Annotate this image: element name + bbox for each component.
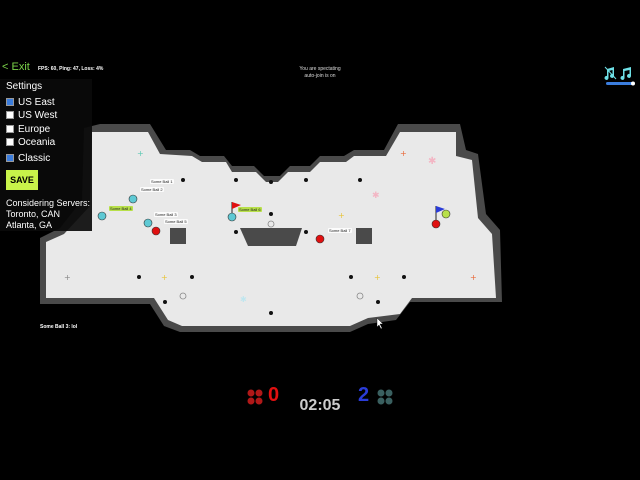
svg-text:+: + bbox=[161, 273, 168, 282]
svg-text:✱: ✱ bbox=[372, 191, 380, 201]
map-boosts: + + + + + + + ✱ ✱ ✱ bbox=[64, 149, 477, 304]
blue-team-balls-icon bbox=[377, 389, 393, 405]
save-button[interactable]: SAVE bbox=[6, 170, 38, 190]
server-option-us-west[interactable]: US West bbox=[6, 109, 57, 121]
player-ball-blue bbox=[227, 212, 237, 222]
exit-link[interactable]: < Exit bbox=[2, 61, 30, 73]
player-label: Some Ball 2 bbox=[140, 187, 164, 192]
music-note-icon[interactable] bbox=[620, 67, 631, 80]
center-obstacle bbox=[240, 228, 302, 246]
player-ball-red bbox=[151, 226, 161, 236]
server-option-oceania[interactable]: Oceania bbox=[6, 136, 55, 148]
svg-text:+: + bbox=[64, 273, 71, 282]
game-timer: 02:05 bbox=[299, 397, 341, 414]
red-team-balls-icon bbox=[247, 389, 263, 405]
player-label: Some Ball 6 bbox=[238, 207, 262, 212]
server-option-europe[interactable]: Europe bbox=[6, 123, 50, 135]
server-option-classic[interactable]: Classic bbox=[6, 152, 50, 164]
option-label: Classic bbox=[18, 152, 51, 164]
wall-block bbox=[356, 228, 372, 244]
option-label: Europe bbox=[18, 123, 51, 135]
player-label: Some Ball 5 bbox=[164, 219, 188, 224]
checkbox[interactable] bbox=[6, 111, 14, 119]
checkbox[interactable] bbox=[6, 125, 14, 133]
settings-panel: Settings US East US West Europe Oceania … bbox=[0, 79, 92, 231]
player-ball-red bbox=[315, 234, 325, 244]
player-ball-blue bbox=[97, 211, 107, 221]
svg-text:+: + bbox=[338, 211, 345, 220]
mouse-cursor-icon bbox=[376, 317, 384, 330]
volume-slider[interactable] bbox=[606, 82, 634, 85]
svg-text:+: + bbox=[470, 273, 477, 282]
server-entry: Atlanta, GA bbox=[6, 220, 53, 230]
network-stats: FPS: 60, Ping: 47, Loss: 4% bbox=[38, 66, 104, 72]
wall-block bbox=[170, 228, 186, 244]
svg-text:✱: ✱ bbox=[428, 156, 436, 167]
spectating-notice: You are spectating auto-join is on bbox=[270, 66, 370, 80]
server-entry: Toronto, CAN bbox=[6, 209, 61, 219]
server-option-us-east[interactable]: US East bbox=[6, 96, 55, 108]
player-ball-green bbox=[441, 209, 451, 219]
svg-text:+: + bbox=[137, 149, 144, 158]
option-label: Oceania bbox=[18, 136, 56, 148]
checkbox[interactable] bbox=[6, 154, 14, 162]
blue-team-score: 2 bbox=[358, 384, 370, 406]
svg-text:+: + bbox=[374, 273, 381, 282]
option-label: US East bbox=[18, 96, 55, 108]
checkbox[interactable] bbox=[6, 98, 14, 106]
red-team-score: 0 bbox=[268, 384, 280, 406]
player-label: Some Ball 1 bbox=[150, 179, 174, 184]
svg-text:+: + bbox=[400, 149, 407, 158]
map-markers bbox=[137, 178, 406, 315]
svg-text:✱: ✱ bbox=[240, 295, 247, 304]
player-label: Some Ball 3 bbox=[154, 212, 178, 217]
servers-heading: Considering Servers: bbox=[6, 198, 91, 208]
settings-title: Settings bbox=[6, 81, 43, 92]
player-label: Some Ball 4 bbox=[109, 206, 133, 211]
blue-flag-icon bbox=[435, 206, 445, 222]
chat-message: Some Ball 3: lol bbox=[40, 324, 78, 330]
autojoin-line: auto-join is on bbox=[304, 73, 336, 79]
checkbox[interactable] bbox=[6, 138, 14, 146]
sound-controls bbox=[604, 66, 635, 86]
player-balls bbox=[97, 194, 451, 244]
option-label: US West bbox=[18, 109, 58, 121]
player-ball-blue bbox=[128, 194, 138, 204]
player-ball-blue bbox=[143, 218, 153, 228]
spectating-line: You are spectating bbox=[299, 66, 341, 72]
player-label: Some Ball 7 bbox=[328, 228, 352, 233]
considering-servers: Considering Servers: Toronto, CAN Atlant… bbox=[6, 198, 90, 231]
player-ball-red bbox=[431, 219, 441, 229]
music-muted-icon[interactable] bbox=[604, 66, 617, 80]
volume-slider-handle[interactable] bbox=[631, 81, 635, 86]
